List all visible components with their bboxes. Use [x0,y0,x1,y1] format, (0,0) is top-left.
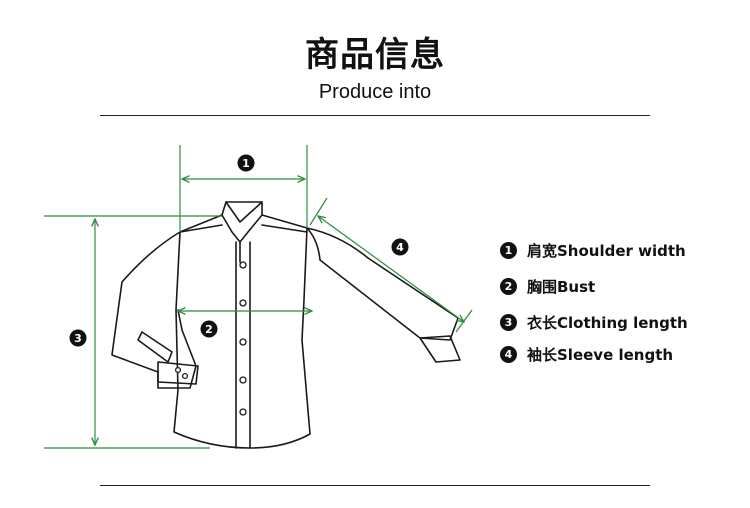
legend-label: 肩宽Shoulder width [527,242,686,260]
marker-4: 4 [391,238,409,256]
button [239,408,247,416]
legend-number: 1 [500,242,517,259]
page-title: 商品信息 [305,35,445,75]
marker-3: 3 [69,329,87,347]
left-cuff-slit [137,331,173,363]
collar [221,201,263,243]
svg-text:2: 2 [205,323,213,336]
button [239,376,247,384]
yoke [179,224,308,233]
page-subtitle: Produce into [318,81,432,103]
bottom-divider [100,485,650,486]
measurement-lines [44,145,473,449]
cuff-button [174,366,182,374]
legend-label: 衣长Clothing length [527,314,688,332]
sleeve-extension-bottom [455,309,473,333]
legend-number: 2 [500,278,517,295]
left-sleeve [111,231,197,389]
button [239,299,247,307]
legend-label: 袖长Sleeve length [527,346,674,364]
marker-1: 1 [237,154,255,172]
svg-text:4: 4 [396,241,404,254]
cuff-button [181,372,189,380]
right-cuff [419,335,461,363]
collar-band [225,201,263,263]
marker-2: 2 [200,320,218,338]
top-divider [100,115,650,116]
left-cuff [157,361,199,385]
diagram-markers: 1 2 3 4 [69,154,409,347]
right-sleeve [306,227,459,341]
shirt-outline [111,201,461,449]
legend-number: 4 [500,346,517,363]
sleeve-extension-top [309,197,328,226]
legend-label: 胸围Bust [527,278,596,296]
svg-text:1: 1 [242,157,250,170]
svg-text:3: 3 [74,332,82,345]
sleeve-length-line [318,216,464,322]
shirt-buttons [174,261,247,416]
placket [235,241,251,449]
button [239,261,247,269]
button [239,338,247,346]
legend-number: 3 [500,314,517,331]
